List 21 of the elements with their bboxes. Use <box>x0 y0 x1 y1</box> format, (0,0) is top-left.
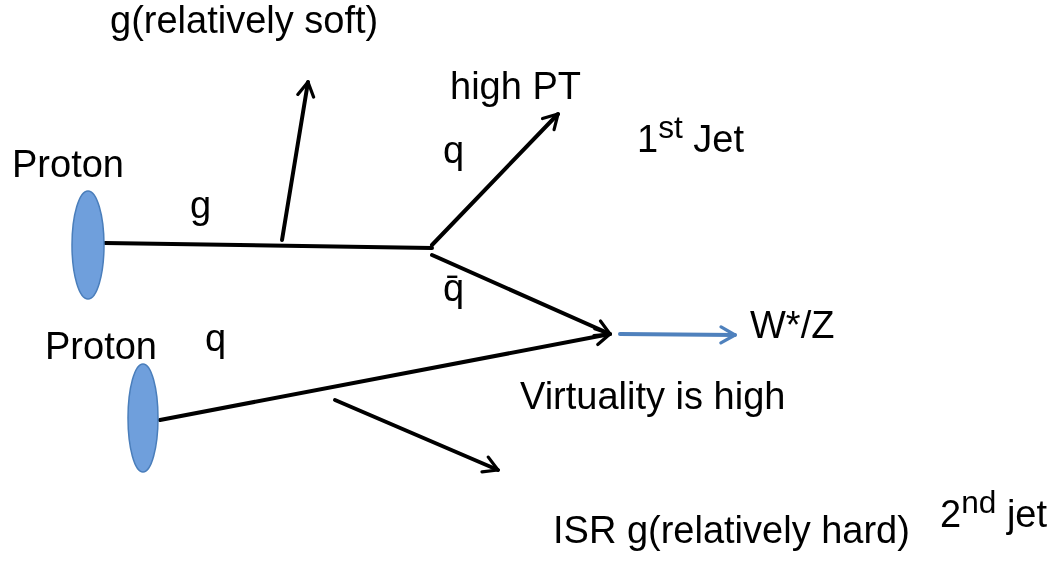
arrow <box>280 80 316 242</box>
edge-label: q <box>205 318 227 360</box>
note-label: high PT <box>450 66 581 108</box>
arrow <box>618 325 737 345</box>
arrow <box>430 253 612 338</box>
arrow <box>430 112 560 247</box>
arrow <box>333 398 500 474</box>
proton-ellipse <box>71 190 105 300</box>
proton-ellipse <box>127 363 159 473</box>
particle-label: g(relatively soft) <box>110 0 379 42</box>
edge-label: g <box>190 185 212 227</box>
caption-label: Proton <box>45 326 157 368</box>
edge-label: q <box>443 130 465 172</box>
arrow <box>158 327 612 422</box>
caption-label: 2$^{nd}$ jet <box>940 485 1048 536</box>
particle-label: W*/Z <box>750 305 835 347</box>
particle-label: ISR g(relatively hard) <box>553 510 910 552</box>
caption-label: Proton <box>12 144 124 186</box>
particle-label: 1$^{st}$ Jet <box>637 110 744 161</box>
line <box>103 241 434 250</box>
edge-label: q̄ <box>443 268 465 310</box>
